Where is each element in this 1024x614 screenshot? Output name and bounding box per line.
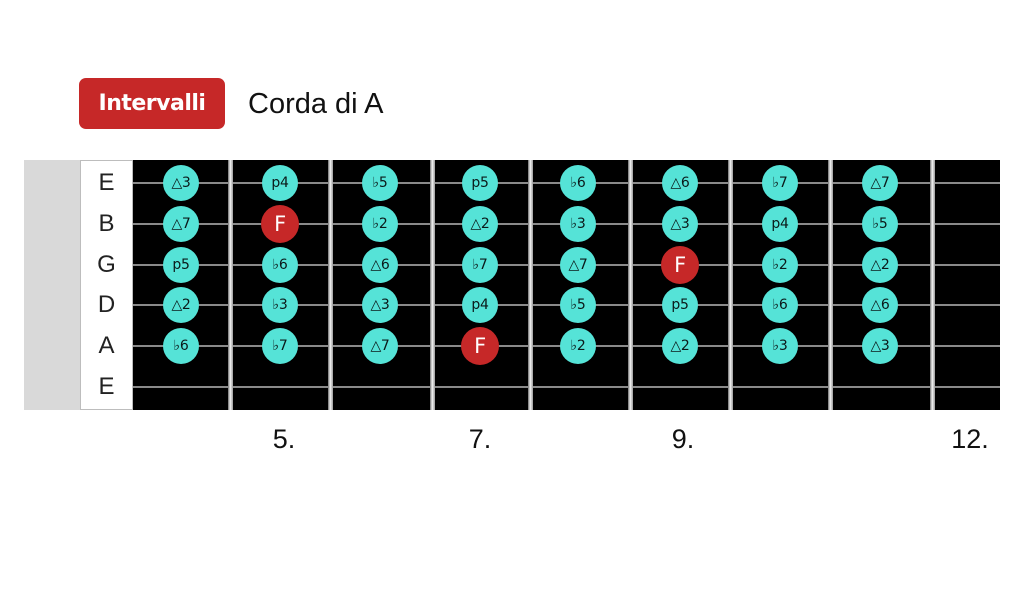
interval-marker: △2 xyxy=(662,328,698,364)
interval-marker: △7 xyxy=(560,247,596,283)
fret-wire xyxy=(628,160,633,410)
string-name: G xyxy=(97,251,116,278)
fret-number: 5. xyxy=(272,424,296,454)
interval-marker: ♭7 xyxy=(462,247,498,283)
interval-marker: ♭6 xyxy=(262,247,298,283)
interval-marker: △3 xyxy=(662,206,698,242)
interval-marker: ♭6 xyxy=(163,328,199,364)
string-line xyxy=(133,386,1000,388)
interval-marker: p5 xyxy=(662,287,698,323)
fret-wire xyxy=(930,160,935,410)
interval-marker: ♭3 xyxy=(762,328,798,364)
interval-marker: △2 xyxy=(862,247,898,283)
interval-marker: △7 xyxy=(862,165,898,201)
interval-marker: ♭5 xyxy=(862,206,898,242)
interval-marker: △7 xyxy=(362,328,398,364)
fretboard-edge xyxy=(24,160,80,410)
interval-marker: △3 xyxy=(862,328,898,364)
interval-marker: △2 xyxy=(462,206,498,242)
fret-number: 12. xyxy=(951,424,989,454)
root-note-marker: F xyxy=(261,205,299,243)
fret-wire xyxy=(228,160,233,410)
interval-marker: △6 xyxy=(862,287,898,323)
string-label-panel xyxy=(80,160,133,410)
fret-number: 7. xyxy=(468,424,492,454)
interval-marker: △3 xyxy=(362,287,398,323)
interval-marker: ♭7 xyxy=(762,165,798,201)
interval-marker: ♭2 xyxy=(362,206,398,242)
string-name: B xyxy=(98,210,115,237)
root-note-marker: F xyxy=(461,327,499,365)
interval-marker: p4 xyxy=(762,206,798,242)
interval-marker: △6 xyxy=(362,247,398,283)
interval-marker: ♭5 xyxy=(362,165,398,201)
interval-marker: ♭7 xyxy=(262,328,298,364)
interval-marker: △3 xyxy=(163,165,199,201)
interval-marker: △2 xyxy=(163,287,199,323)
intervals-badge: Intervalli xyxy=(79,78,225,129)
fret-wire xyxy=(728,160,733,410)
interval-marker: ♭5 xyxy=(560,287,596,323)
interval-marker: ♭2 xyxy=(560,328,596,364)
page-title: Corda di A xyxy=(248,87,384,120)
fret-wire xyxy=(430,160,435,410)
string-name: D xyxy=(97,291,116,318)
interval-marker: ♭3 xyxy=(262,287,298,323)
interval-marker: p4 xyxy=(462,287,498,323)
fret-number: 9. xyxy=(671,424,695,454)
interval-marker: ♭2 xyxy=(762,247,798,283)
fret-wire xyxy=(528,160,533,410)
interval-marker: △6 xyxy=(662,165,698,201)
root-note-marker: F xyxy=(661,246,699,284)
fret-wire xyxy=(328,160,333,410)
interval-marker: ♭3 xyxy=(560,206,596,242)
interval-marker: ♭6 xyxy=(560,165,596,201)
string-name: E xyxy=(98,373,115,400)
string-name: E xyxy=(98,169,115,196)
interval-marker: p5 xyxy=(163,247,199,283)
interval-marker: ♭6 xyxy=(762,287,798,323)
interval-marker: p4 xyxy=(262,165,298,201)
fret-wire xyxy=(828,160,833,410)
interval-marker: △7 xyxy=(163,206,199,242)
string-name: A xyxy=(98,332,115,359)
interval-marker: p5 xyxy=(462,165,498,201)
